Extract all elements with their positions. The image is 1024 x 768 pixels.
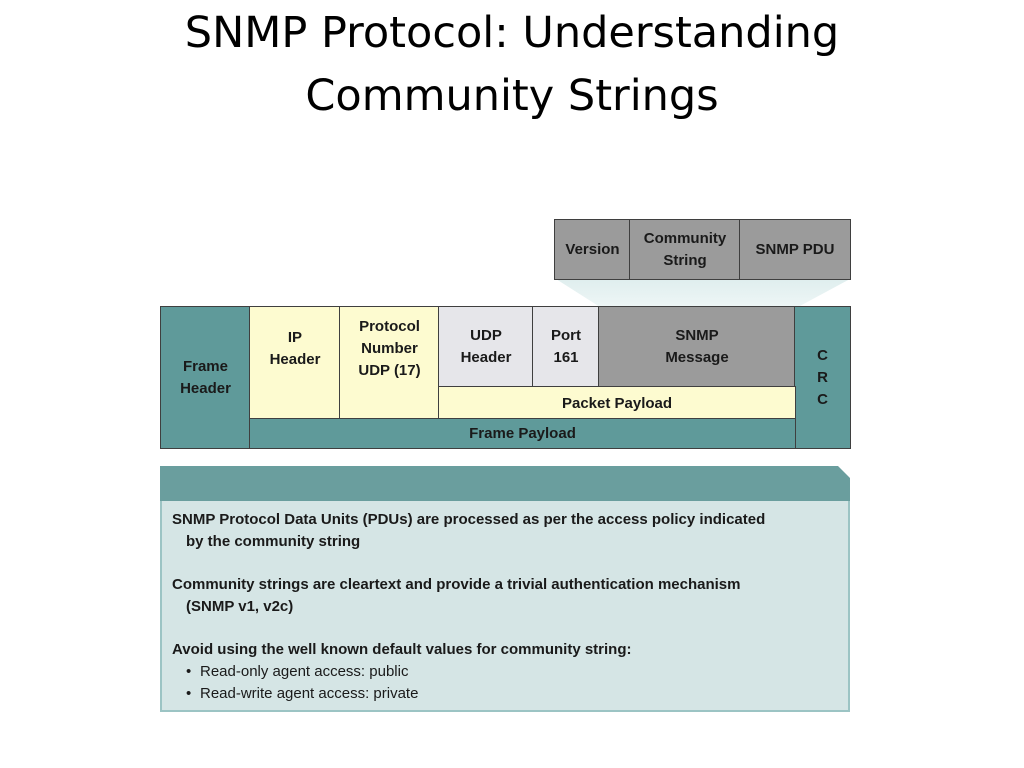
protocol-number-cell: Protocol Number UDP (17): [339, 306, 440, 420]
field-community-string: Community String: [629, 219, 741, 280]
udp-header-cell: UDP Header: [438, 306, 534, 388]
port-cell: Port 161: [532, 306, 600, 388]
snmp-message-cell: SNMP Message: [598, 306, 796, 388]
frame-payload-cell: Frame Payload: [249, 418, 796, 449]
info-box: SNMP Protocol Data Units (PDUs) are proc…: [160, 466, 850, 712]
bullet-read-only: •Read-only agent access: public: [186, 663, 409, 680]
slide-title: SNMP Protocol: Understanding Community S…: [0, 2, 1024, 128]
frame-header-cell: Frame Header: [160, 306, 251, 449]
ip-header-cell: IP Header: [249, 306, 341, 420]
field-version: Version: [554, 219, 631, 280]
info-paragraph-pdu: SNMP Protocol Data Units (PDUs) are proc…: [172, 511, 766, 550]
packet-payload-cell: Packet Payload: [438, 386, 796, 420]
field-snmp-pdu: SNMP PDU: [739, 219, 851, 280]
crc-cell: C R C: [794, 306, 851, 449]
bullet-read-write: •Read-write agent access: private: [186, 685, 419, 702]
info-paragraph-defaults: Avoid using the well known default value…: [172, 641, 632, 658]
info-paragraph-cleartext: Community strings are cleartext and prov…: [172, 576, 741, 615]
info-box-body: SNMP Protocol Data Units (PDUs) are proc…: [160, 501, 850, 712]
title-line-1: SNMP Protocol: Understanding: [184, 8, 840, 58]
info-box-header: [160, 466, 850, 501]
title-line-2: Community Strings: [305, 71, 719, 121]
